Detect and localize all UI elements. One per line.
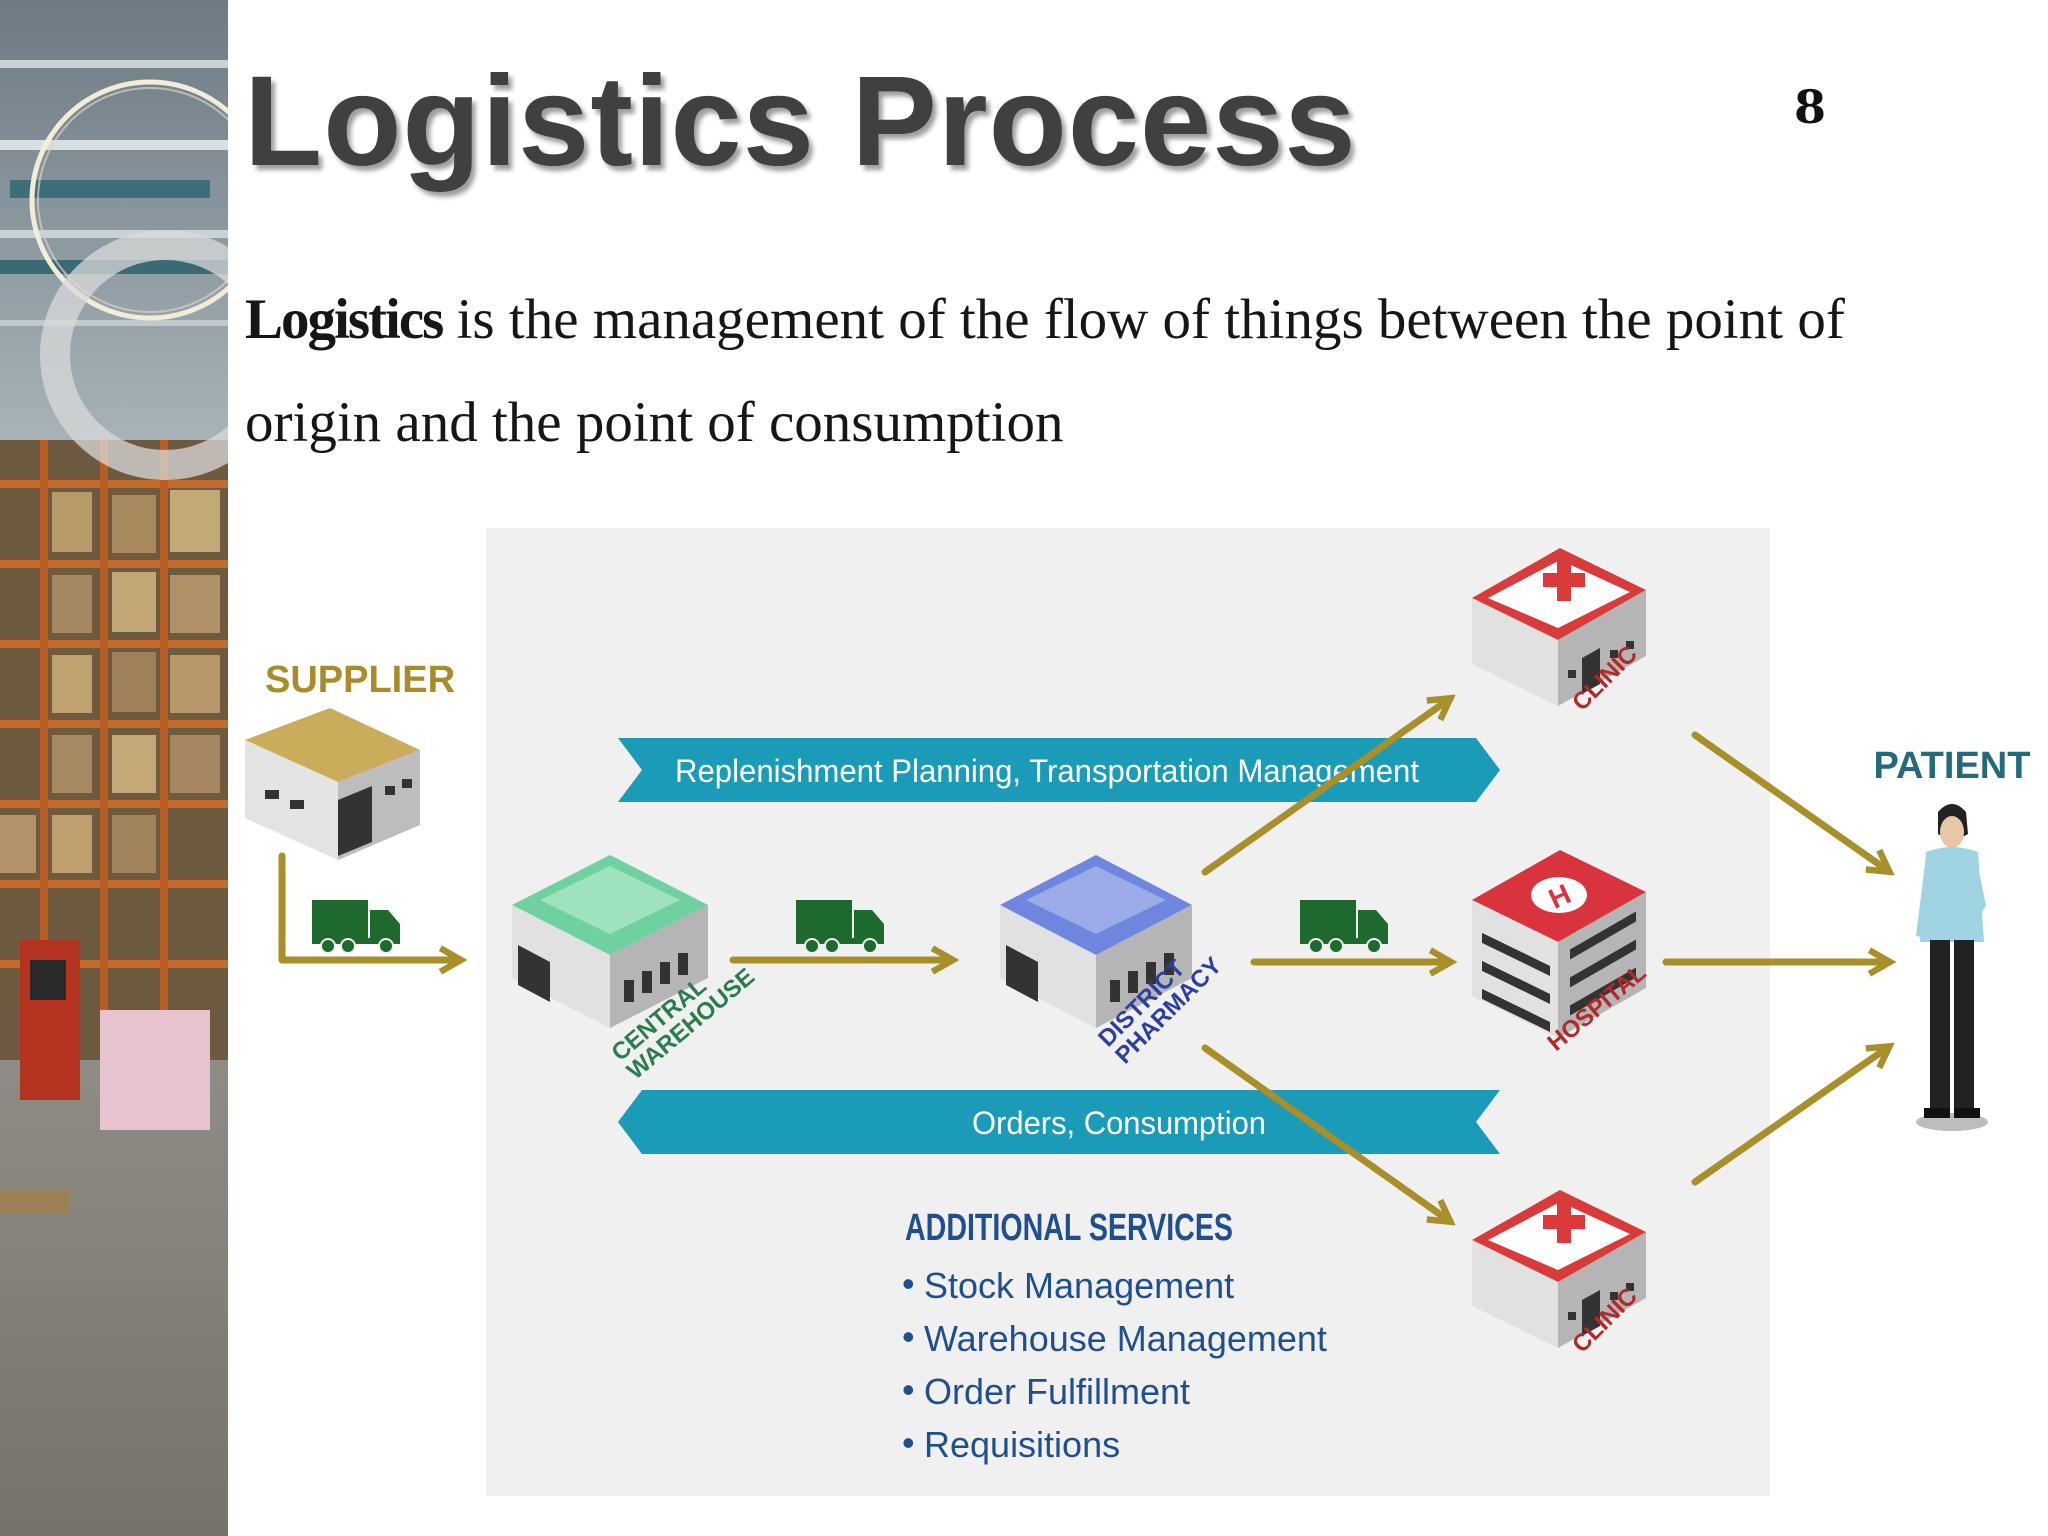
truck-icon xyxy=(796,900,884,954)
slide-title: Logistics Process xyxy=(244,50,1357,193)
services-item: Requisitions xyxy=(924,1424,1120,1465)
intro-term: Logistics xyxy=(245,288,444,351)
truck-icon xyxy=(312,900,400,954)
flow-arrows xyxy=(278,700,1887,1220)
patient-label: PATIENT xyxy=(1874,745,2031,787)
replenishment-banner-label: Replenishment Planning, Transportation M… xyxy=(675,753,1419,789)
page-number: 8 xyxy=(1793,80,1826,134)
arrow-pharmacy-to-clinic-bottom xyxy=(1201,1044,1448,1220)
hospital-icon: H xyxy=(1472,850,1646,1038)
services-item: Order Fulfillment xyxy=(924,1371,1190,1412)
clinic-bottom-icon xyxy=(1472,1190,1646,1348)
services-bullet: • xyxy=(902,1263,915,1304)
patient-figure-icon xyxy=(1916,804,1988,1131)
arrow-clinic-bottom-to-patient xyxy=(1691,1048,1887,1186)
clinic-top-icon xyxy=(1472,548,1646,706)
arrow-supplier-to-warehouse xyxy=(278,852,458,960)
district-pharmacy-icon xyxy=(1000,855,1192,1028)
arrow-clinic-top-to-patient xyxy=(1691,731,1887,870)
intro-text: is the management of the flow of things … xyxy=(245,288,1845,454)
truck-icon xyxy=(1300,900,1388,954)
services-item: Warehouse Management xyxy=(924,1318,1327,1359)
arrow-pharmacy-to-clinic-top xyxy=(1201,700,1448,876)
services-item: Stock Management xyxy=(924,1265,1234,1306)
orders-banner-label: Orders, Consumption xyxy=(972,1105,1266,1141)
replenishment-banner xyxy=(618,738,1500,802)
services-bullet: • xyxy=(902,1422,915,1463)
services-heading: ADDITIONAL SERVICES xyxy=(905,1207,1233,1249)
supplier-label: SUPPLIER xyxy=(265,659,455,701)
warehouse-photo xyxy=(0,0,228,1536)
orders-banner xyxy=(618,1090,1500,1154)
services-bullet: • xyxy=(902,1369,915,1410)
services-bullet: • xyxy=(902,1316,915,1357)
supplier-building-icon xyxy=(245,708,420,860)
intro-paragraph: Logistics is the management of the flow … xyxy=(245,268,1845,474)
central-warehouse-icon xyxy=(512,855,708,1028)
